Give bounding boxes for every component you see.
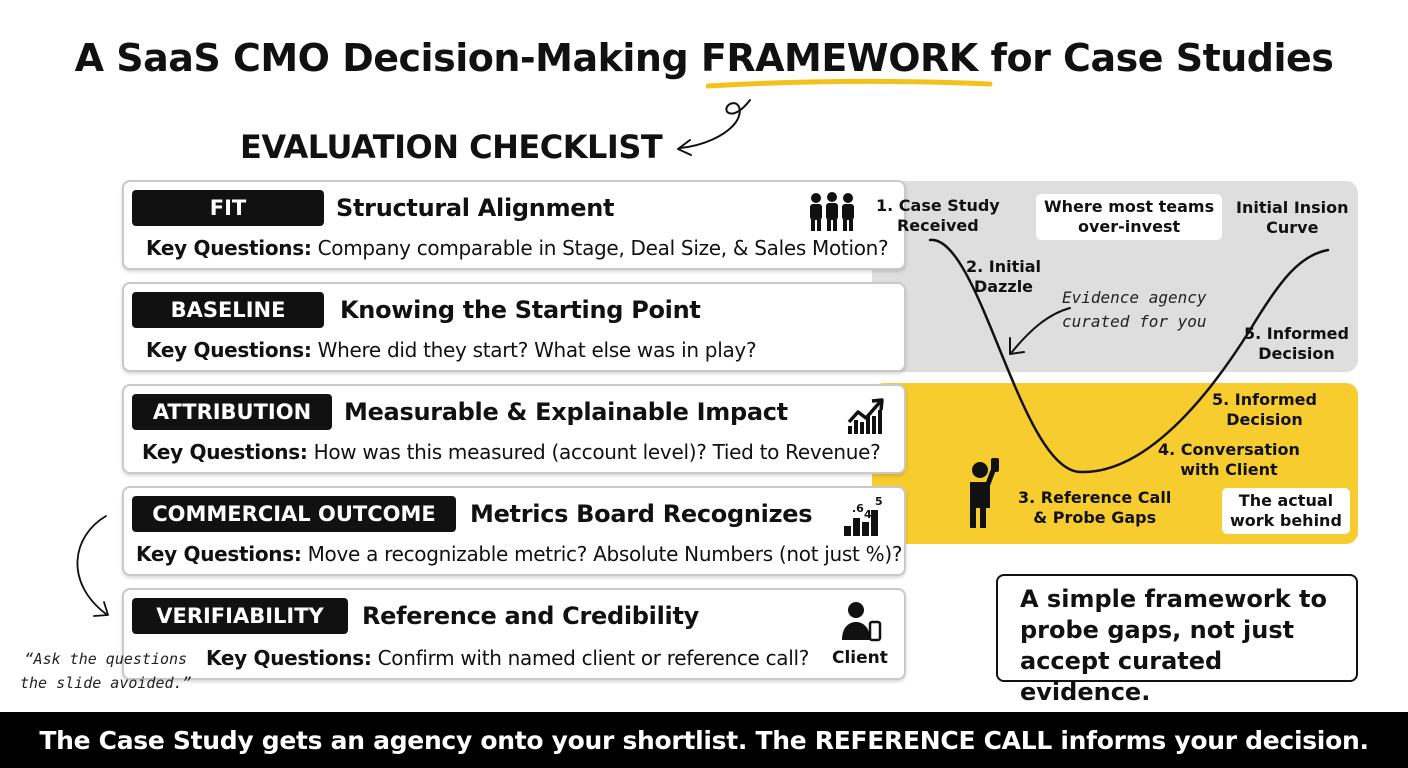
heading-arrow-icon xyxy=(677,99,751,156)
people-group-icon xyxy=(810,192,854,231)
checklist-card-commercial-outcome: COMMERCIAL OUTCOME Metrics Board Recogni… xyxy=(122,486,906,576)
trend-chart-icon xyxy=(847,398,884,434)
bar-metrics-icon: .6 4 5 xyxy=(844,495,883,536)
card-questions: Key Questions: Company comparable in Sta… xyxy=(146,236,889,260)
title-underline xyxy=(706,78,993,89)
card-heading: Knowing the Starting Point xyxy=(340,296,701,324)
svg-text:.6: .6 xyxy=(852,502,864,515)
card-questions: Key Questions: Confirm with named client… xyxy=(206,646,810,670)
handnote-arrow-icon xyxy=(1009,307,1071,355)
tag-commercial-outcome: COMMERCIAL OUTCOME xyxy=(132,496,456,532)
client-icon-label: Client xyxy=(832,648,888,668)
checklist-card-attribution: ATTRIBUTION Measurable & Explainable Imp… xyxy=(122,384,906,474)
card-heading: Metrics Board Recognizes xyxy=(470,500,813,528)
decision-curve xyxy=(928,238,1330,474)
side-quote: “Ask the questions the slide avoided.” xyxy=(20,650,192,692)
tag-attribution: ATTRIBUTION xyxy=(132,394,332,430)
summary-box: A simple framework to probe gaps, not ju… xyxy=(996,574,1358,706)
client-phone-icon xyxy=(842,602,882,642)
tag-fit: FIT xyxy=(132,190,324,226)
card-heading: Reference and Credibility xyxy=(362,602,699,630)
checklist-card-verifiability: VERIFIABILITY Reference and Credibility … xyxy=(122,588,906,680)
tag-verifiability: VERIFIABILITY xyxy=(132,598,348,634)
card-heading: Measurable & Explainable Impact xyxy=(344,398,788,426)
footer-banner: The Case Study gets an agency onto your … xyxy=(0,712,1408,768)
page-title: A SaaS CMO Decision-Making FRAMEWORK for… xyxy=(0,36,1408,80)
svg-text:5: 5 xyxy=(875,495,883,508)
side-arrow-icon xyxy=(76,515,109,617)
title-highlight: FRAMEWORK xyxy=(700,36,978,80)
checklist-card-baseline: BASELINE Knowing the Starting Point Key … xyxy=(122,282,906,372)
title-prefix: A SaaS CMO Decision-Making xyxy=(74,36,701,80)
person-phone-icon xyxy=(970,458,999,528)
label-reference-call: 3. Reference Call& Probe Gaps xyxy=(1018,488,1172,527)
card-questions: Key Questions: Move a recognizable metri… xyxy=(136,542,903,566)
svg-text:4: 4 xyxy=(864,508,872,521)
card-questions: Key Questions: Where did they start? Wha… xyxy=(146,338,757,362)
title-suffix: for Case Studies xyxy=(977,36,1334,80)
checklist-heading: EVALUATION CHECKLIST xyxy=(240,128,663,166)
card-questions: Key Questions: How was this measured (ac… xyxy=(142,440,881,464)
card-heading: Structural Alignment xyxy=(336,194,615,222)
tag-baseline: BASELINE xyxy=(132,292,324,328)
checklist-card-fit: FIT Structural Alignment Key Questions: … xyxy=(122,180,906,270)
